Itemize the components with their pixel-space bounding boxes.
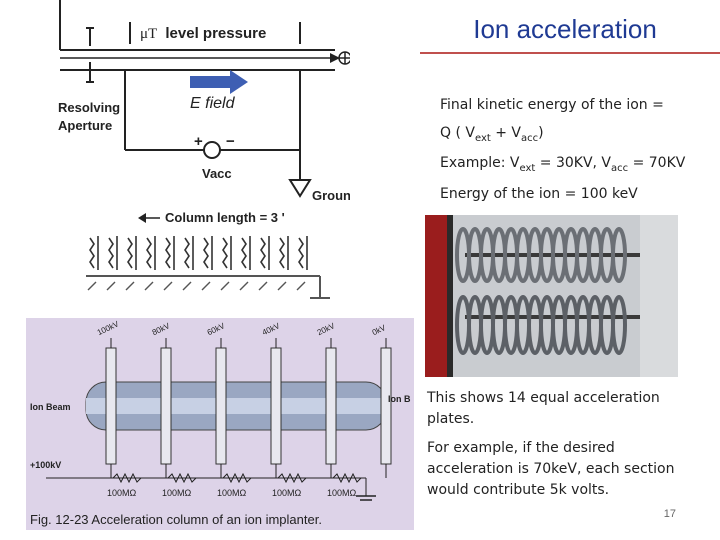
figure-caption: Fig. 12-23 Acceleration column of an ion…	[30, 512, 322, 527]
resistor-chain	[87, 236, 308, 291]
vacc-label: Vacc	[202, 166, 232, 181]
resistor-segment	[165, 237, 171, 269]
bottom-coil	[611, 295, 627, 355]
accel-plate	[380, 347, 392, 465]
beam-tick	[125, 281, 135, 291]
example-note: For example, if the desired acceleration…	[427, 440, 675, 498]
energy-formula: Q ( Vext + Vacc)	[440, 125, 544, 144]
resistor-segment	[146, 237, 152, 269]
resistor-label: 100MΩ	[217, 488, 247, 498]
beam-tick	[220, 281, 230, 291]
resistor-label: 100MΩ	[272, 488, 302, 498]
resistor-segment	[127, 237, 133, 269]
resistor-icon	[332, 472, 362, 484]
resistor-segment	[89, 237, 95, 269]
ion-beam-out-label: Ion B	[388, 394, 411, 404]
resistor-segment	[203, 237, 209, 269]
e-field-label: E field	[190, 95, 236, 112]
resistor-icon	[277, 472, 307, 484]
ion-beam-label: Ion Beam	[30, 402, 71, 412]
energy-example: Example: Vext = 30KV, Vacc = 70KV	[440, 154, 686, 174]
beam-tick	[106, 281, 116, 291]
resistor-segment	[241, 237, 247, 269]
beam-tick	[163, 281, 173, 291]
level-pressure-label: μT level pressure	[140, 25, 266, 42]
beam-tick	[239, 281, 249, 291]
energy-line-1: Final kinetic energy of the ion =	[440, 97, 664, 113]
beam-tick	[258, 281, 268, 291]
accel-plate	[105, 347, 117, 465]
accel-plate	[325, 347, 337, 465]
column-length-label: Column length = 3 '	[165, 210, 285, 225]
resistor-label: 100MΩ	[162, 488, 192, 498]
resistor-segment	[298, 237, 304, 269]
aperture-label: Aperture	[58, 118, 112, 133]
acceleration-schematic: μT level pressure E field Resolving Aper…	[58, 0, 350, 299]
resistor-segment	[222, 237, 228, 269]
accel-plate	[215, 347, 227, 465]
accel-plate	[270, 347, 282, 465]
accel-plate	[160, 347, 172, 465]
beam-tick	[296, 281, 306, 291]
resistor-icon	[112, 472, 142, 484]
resistor-segment	[279, 237, 285, 269]
resistor-label: 100MΩ	[327, 488, 357, 498]
supply-label: +100kV	[30, 460, 61, 470]
ground-label: Ground	[312, 188, 350, 203]
resistor-segment	[184, 237, 190, 269]
e-field-arrow	[190, 76, 230, 88]
resistor-icon	[167, 472, 197, 484]
resistor-segment	[260, 237, 266, 269]
energy-text-block: Final kinetic energy of the ion = Q ( Ve…	[440, 95, 710, 205]
top-coil	[611, 227, 627, 283]
resistor-label: 100MΩ	[107, 488, 137, 498]
slide-title: Ion acceleration	[473, 14, 657, 44]
plus-sign: +	[194, 133, 203, 150]
vacc-source-icon	[203, 141, 221, 159]
resolving-label: Resolving	[58, 100, 120, 115]
beam-tick	[201, 281, 211, 291]
minus-sign: −	[226, 133, 235, 150]
acceleration-plates-photo	[425, 215, 678, 377]
beam-tick	[144, 281, 154, 291]
slide-number: 17	[663, 508, 676, 520]
energy-result: Energy of the ion = 100 keV	[440, 185, 638, 202]
beam-tick	[87, 281, 97, 291]
resistor-segment	[108, 237, 114, 269]
title-divider	[420, 52, 720, 54]
beam-tick	[277, 281, 287, 291]
ground-icon	[288, 179, 312, 198]
resistor-icon	[222, 472, 252, 484]
beam-tick	[182, 281, 192, 291]
plates-note: This shows 14 equal acceleration plates.	[427, 390, 660, 427]
